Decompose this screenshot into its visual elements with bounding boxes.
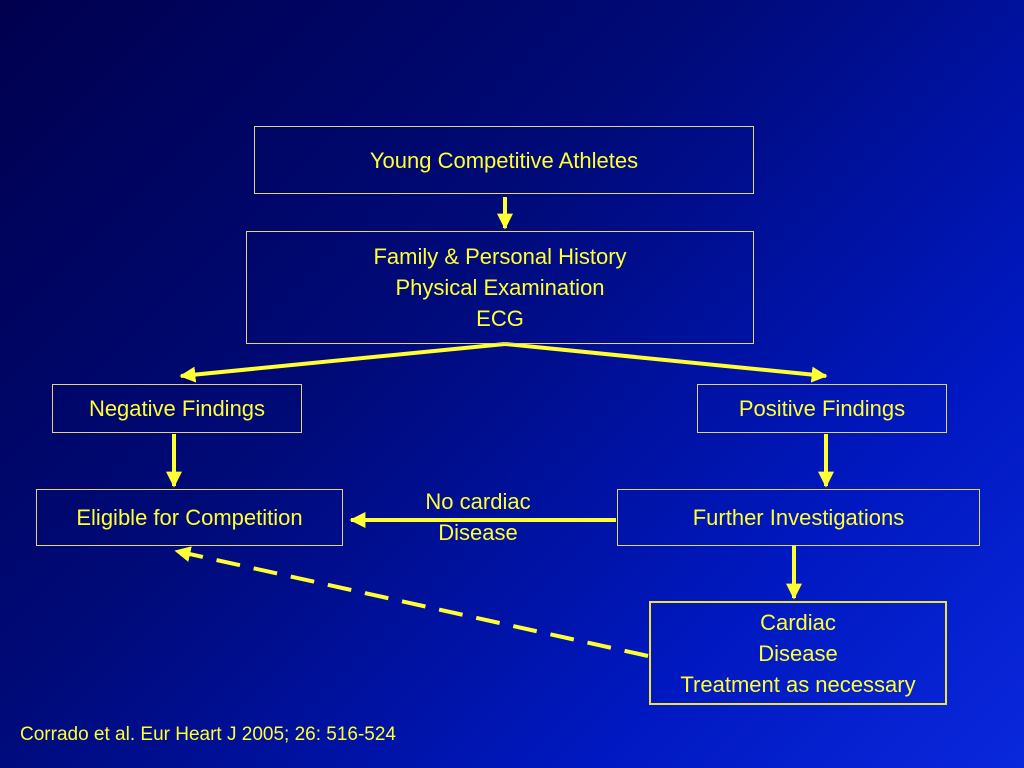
node-cardiac-text: Cardiac Disease Treatment as necessary [680,607,915,700]
node-cardiac: Cardiac Disease Treatment as necessary [649,601,947,705]
arrow-cardiac-to-eligible-dashed [174,546,649,658]
node-negative: Negative Findings [52,384,302,433]
node-athletes-label: Young Competitive Athletes [369,147,639,173]
node-cardiac-line-1: Cardiac [760,609,836,635]
edge-label-no-cardiac-line-1: No cardiac [425,489,531,514]
edge-label-no-cardiac-line-2: Disease [438,520,518,545]
node-positive-label: Positive Findings [738,396,906,421]
node-eligible: Eligible for Competition [36,489,343,546]
node-athletes: Young Competitive Athletes [254,126,754,194]
node-screening-line-3: ECG [476,306,524,331]
node-negative-label: Negative Findings [88,396,266,421]
node-cardiac-line-2: Disease [758,640,838,666]
node-cardiac-line-3: Treatment as necessary [680,671,916,697]
arrow-screening-to-positive [504,342,828,383]
edge-label-no-cardiac: No cardiac Disease [398,486,558,548]
node-positive: Positive Findings [697,384,947,433]
node-screening-text: Family & Personal History Physical Exami… [373,241,626,334]
arrow-screening-to-negative [179,342,506,383]
node-eligible-label: Eligible for Competition [76,505,303,530]
node-further: Further Investigations [617,489,980,546]
node-further-label: Further Investigations [692,505,905,530]
citation: Corrado et al. Eur Heart J 2005; 26: 516… [20,724,397,745]
node-screening: Family & Personal History Physical Exami… [246,231,754,344]
node-screening-line-1: Family & Personal History [373,244,627,269]
node-screening-line-2: Physical Examination [395,275,605,300]
